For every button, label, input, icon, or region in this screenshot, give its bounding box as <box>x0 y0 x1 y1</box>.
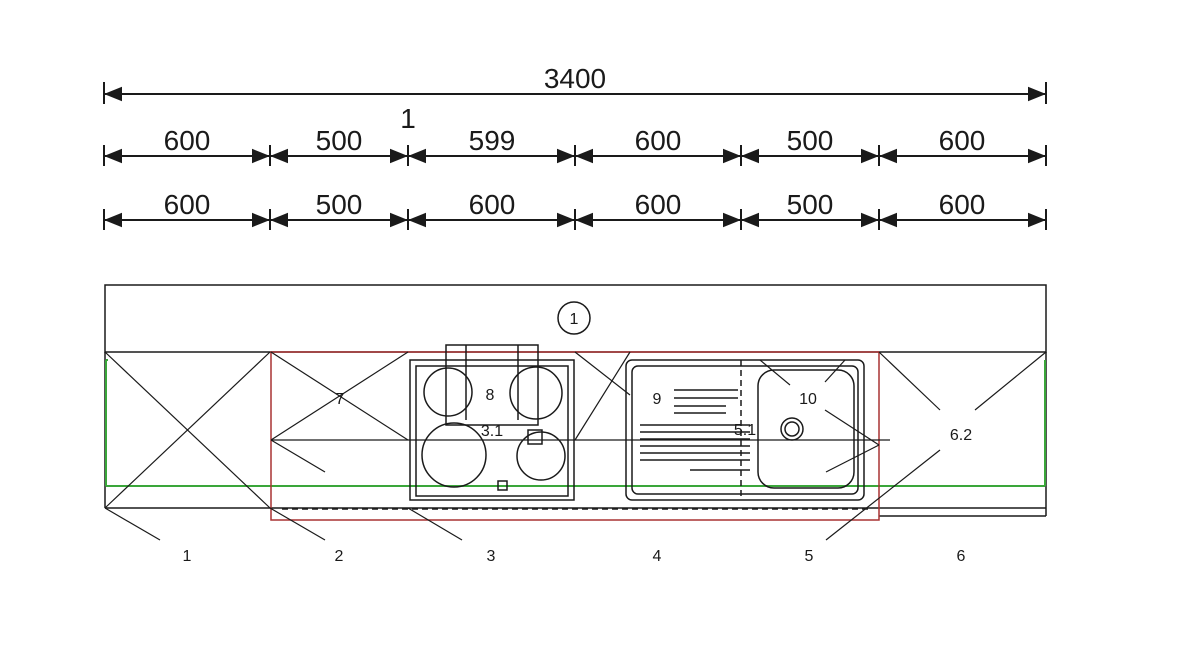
appliance-zone-outline <box>270 351 880 521</box>
sink-diagonals <box>759 359 880 473</box>
dimension-total: 3400 <box>103 63 1047 104</box>
dimension-row2-segment-4: 600 <box>635 189 682 220</box>
worktop-position-marker: 1 <box>557 301 591 335</box>
cabinet-1-symbol <box>104 351 271 509</box>
cabinet-6-symbol <box>825 351 1047 541</box>
cabinet-number-6: 6 <box>957 548 966 565</box>
cooktop <box>409 344 575 501</box>
dimension-row2-segment-1: 600 <box>164 189 211 220</box>
base-cabinet-outline <box>105 359 1046 487</box>
dimension-row2-segment-5: 500 <box>787 189 834 220</box>
dimension-row1-segment-6: 600 <box>939 125 986 156</box>
item-label-5-1: 5.1 <box>734 422 756 439</box>
dimension-row-1: 600 500 599 600 500 600 <box>103 125 1047 166</box>
cabinet-number-5: 5 <box>805 548 814 565</box>
cabinet-leader-lines <box>104 507 463 541</box>
dimension-row2-segment-6: 600 <box>939 189 986 220</box>
dimension-row1-segment-3: 599 <box>469 125 516 156</box>
item-label-10: 10 <box>799 391 817 408</box>
item-label-7: 7 <box>336 391 345 408</box>
cabinet-number-2: 2 <box>335 548 344 565</box>
dimension-row1-segment-5: 500 <box>787 125 834 156</box>
item-label-3-1: 3.1 <box>481 423 503 440</box>
cabinet-number-4: 4 <box>653 548 662 565</box>
item-label-9: 9 <box>653 391 662 408</box>
dimension-total-label: 3400 <box>544 63 606 94</box>
dimension-row1-segment-2: 500 <box>316 125 363 156</box>
cabinet-number-3: 3 <box>487 548 496 565</box>
cabinet-number-1: 1 <box>183 548 192 565</box>
item-label-8: 8 <box>486 387 495 404</box>
cabinet-4-symbol <box>574 351 631 441</box>
dimension-row1-segment-1: 600 <box>164 125 211 156</box>
dimension-row1-segment-4: 600 <box>635 125 682 156</box>
sink <box>625 359 865 501</box>
dimension-marker-label: 1 <box>400 103 416 134</box>
worktop-position-label: 1 <box>570 311 579 328</box>
dimension-row2-segment-3: 600 <box>469 189 516 220</box>
dimension-row2-segment-2: 500 <box>316 189 363 220</box>
dimension-row-2: 600 500 600 600 500 600 <box>103 189 1047 230</box>
item-label-6-2: 6.2 <box>950 427 972 444</box>
cabinet-2-symbol <box>270 351 890 473</box>
